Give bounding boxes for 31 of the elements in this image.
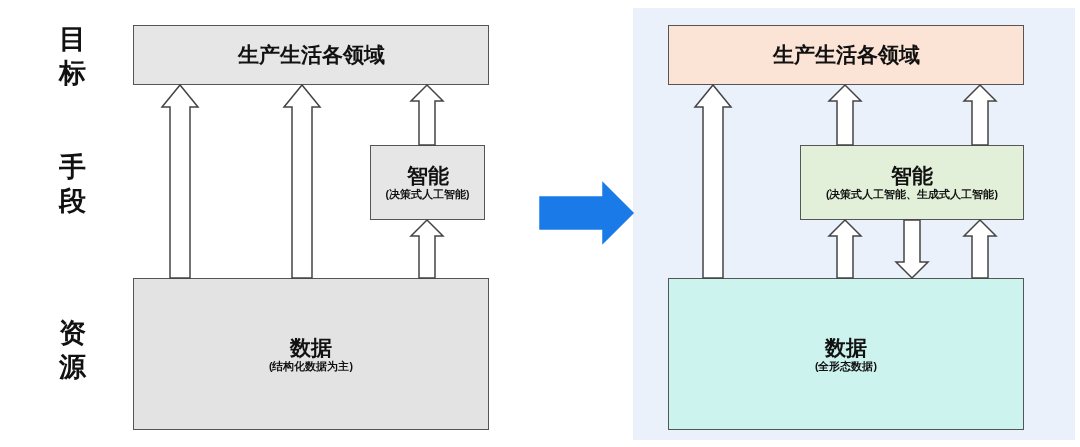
goal-box [133,25,489,85]
block-arrow [409,218,445,279]
box-heading: 智能 [891,163,933,188]
block-arrow [827,83,863,146]
goal-box [668,25,1024,85]
block-arrow [827,218,863,279]
box-heading: 数据 [290,334,332,360]
box-heading: 生产生活各领域 [772,42,920,68]
row-label: 手段 [57,151,87,218]
block-arrow [962,83,998,146]
row-label: 目标 [57,23,87,90]
box-note: (结构化数据为主) [269,359,353,374]
box-note: (全形态数据) [815,359,877,374]
panel-background [633,8,1075,440]
block-arrow [693,83,733,279]
data-box [133,278,489,430]
data-box [668,278,1024,430]
block-arrow [894,219,930,280]
block-arrow [409,83,445,146]
box-heading: 生产生活各领域 [237,42,385,68]
block-arrow [962,218,998,279]
box-heading: 智能 [406,163,449,188]
block-arrow [539,181,635,245]
block-arrow [282,83,322,279]
method-box [800,145,1024,220]
box-note: (决策式人工智能) [385,188,470,202]
box-heading: 数据 [825,334,867,360]
row-label: 资源 [57,317,87,384]
block-arrow [160,83,200,279]
method-box [370,145,485,220]
box-note: (决策式人工智能、生成式人工智能) [826,188,998,202]
